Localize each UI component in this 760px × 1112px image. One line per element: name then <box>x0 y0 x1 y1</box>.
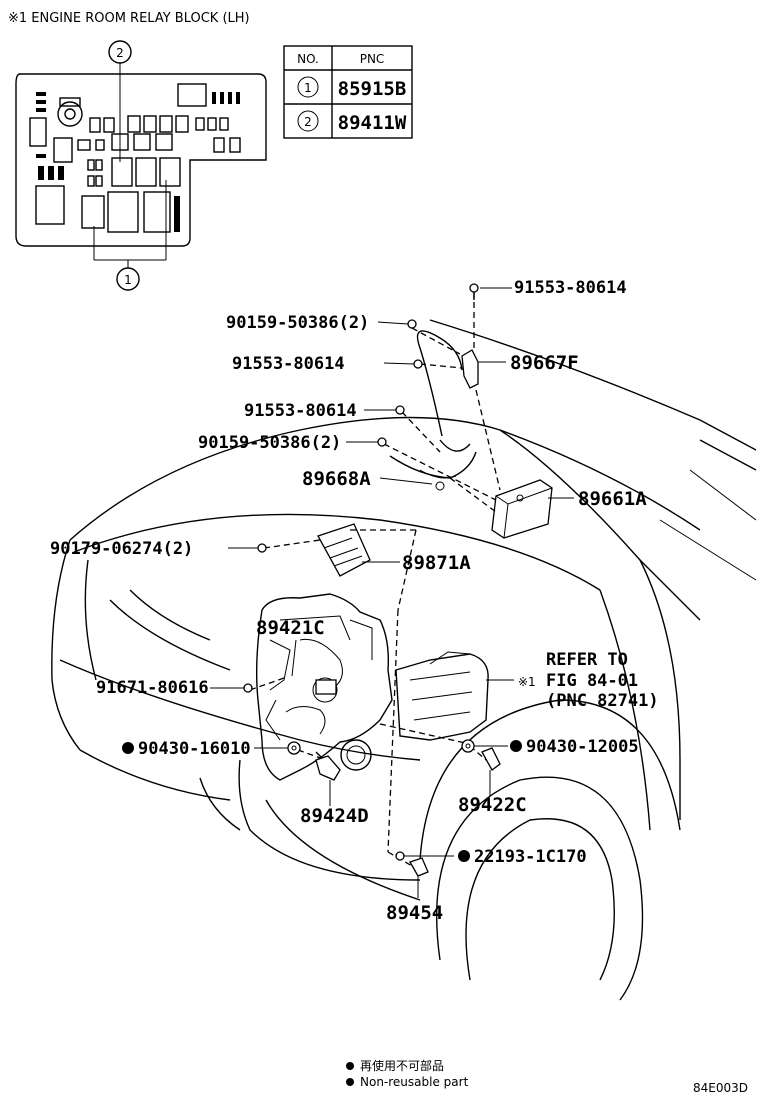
label-90159-50386-b: 90159-50386(2) <box>198 433 341 453</box>
label-89421C: 89421C <box>256 617 325 639</box>
legend-dot <box>346 1062 354 1070</box>
label-89871A: 89871A <box>402 552 471 574</box>
pnc-row-value: 85915B <box>338 78 407 100</box>
legend-jp: 再使用不可部品 <box>360 1058 444 1073</box>
vehicle-outline <box>51 319 757 1001</box>
relay-callout-1: 1 <box>93 180 167 291</box>
label-91553-80614-mid: 91553-80614 <box>232 354 345 374</box>
relay-block-components <box>29 83 241 233</box>
label-89454: 89454 <box>386 902 443 924</box>
label-90159-50386-a: 90159-50386(2) <box>226 313 369 333</box>
figure-code: 84E003D <box>693 1081 748 1095</box>
legend-dot <box>346 1078 354 1086</box>
refer-line-1: REFER TO <box>546 650 628 670</box>
sensor-89454 <box>409 857 429 877</box>
fastener-glyphs <box>243 283 479 861</box>
wiring-cable <box>439 439 471 452</box>
legend-en: Non-reusable part <box>360 1075 469 1089</box>
pnc-row-no: 1 <box>304 81 312 95</box>
non-reusable-marker <box>122 742 134 754</box>
label-89422C: 89422C <box>458 794 527 816</box>
label-90179-06274: 90179-06274(2) <box>50 539 193 559</box>
sensor-89424D <box>315 751 341 781</box>
label-89661A: 89661A <box>578 488 647 510</box>
refer-line-2: FIG 84-01 <box>546 671 638 691</box>
svg-text:2: 2 <box>116 46 124 60</box>
label-89424D: 89424D <box>300 805 369 827</box>
relay-block-title: ※1 ENGINE ROOM RELAY BLOCK (LH) <box>8 11 250 26</box>
non-reusable-marker <box>458 850 470 862</box>
pnc-header-no: NO. <box>297 52 319 66</box>
bracket-89668A <box>389 451 477 491</box>
relay-block-outline <box>15 73 267 247</box>
pnc-row-no: 2 <box>304 115 312 129</box>
svg-text:1: 1 <box>124 273 132 287</box>
ecu-89661A <box>491 479 553 539</box>
refer-marker: ※1 <box>518 675 536 689</box>
label-91553-80614-low: 91553-80614 <box>244 401 357 421</box>
pnc-table: NO. PNC 1 85915B 2 89411W <box>283 45 413 139</box>
label-91671-80616: 91671-80616 <box>96 678 209 698</box>
wiring-loop <box>416 330 463 437</box>
non-reusable-marker <box>510 740 522 752</box>
pnc-header-pnc: PNC <box>360 52 385 66</box>
assembly-lines <box>249 292 501 867</box>
harness-89871A <box>317 523 371 577</box>
sensor-89422C <box>481 747 501 771</box>
engine-assembly <box>255 593 489 781</box>
label-90430-12005: 90430-12005 <box>526 737 639 757</box>
label-90430-16010: 90430-16010 <box>138 739 251 759</box>
leader-lines <box>210 287 574 898</box>
label-89668A: 89668A <box>302 468 371 490</box>
label-91553-80614-top: 91553-80614 <box>514 278 627 298</box>
bracket-89667F <box>461 349 479 389</box>
pnc-row-value: 89411W <box>338 112 407 134</box>
label-89667F: 89667F <box>510 352 579 374</box>
refer-line-3: (PNC 82741) <box>546 691 659 711</box>
relay-callout-2: 2 <box>108 40 132 162</box>
label-22193-1C170: 22193-1C170 <box>474 847 587 867</box>
